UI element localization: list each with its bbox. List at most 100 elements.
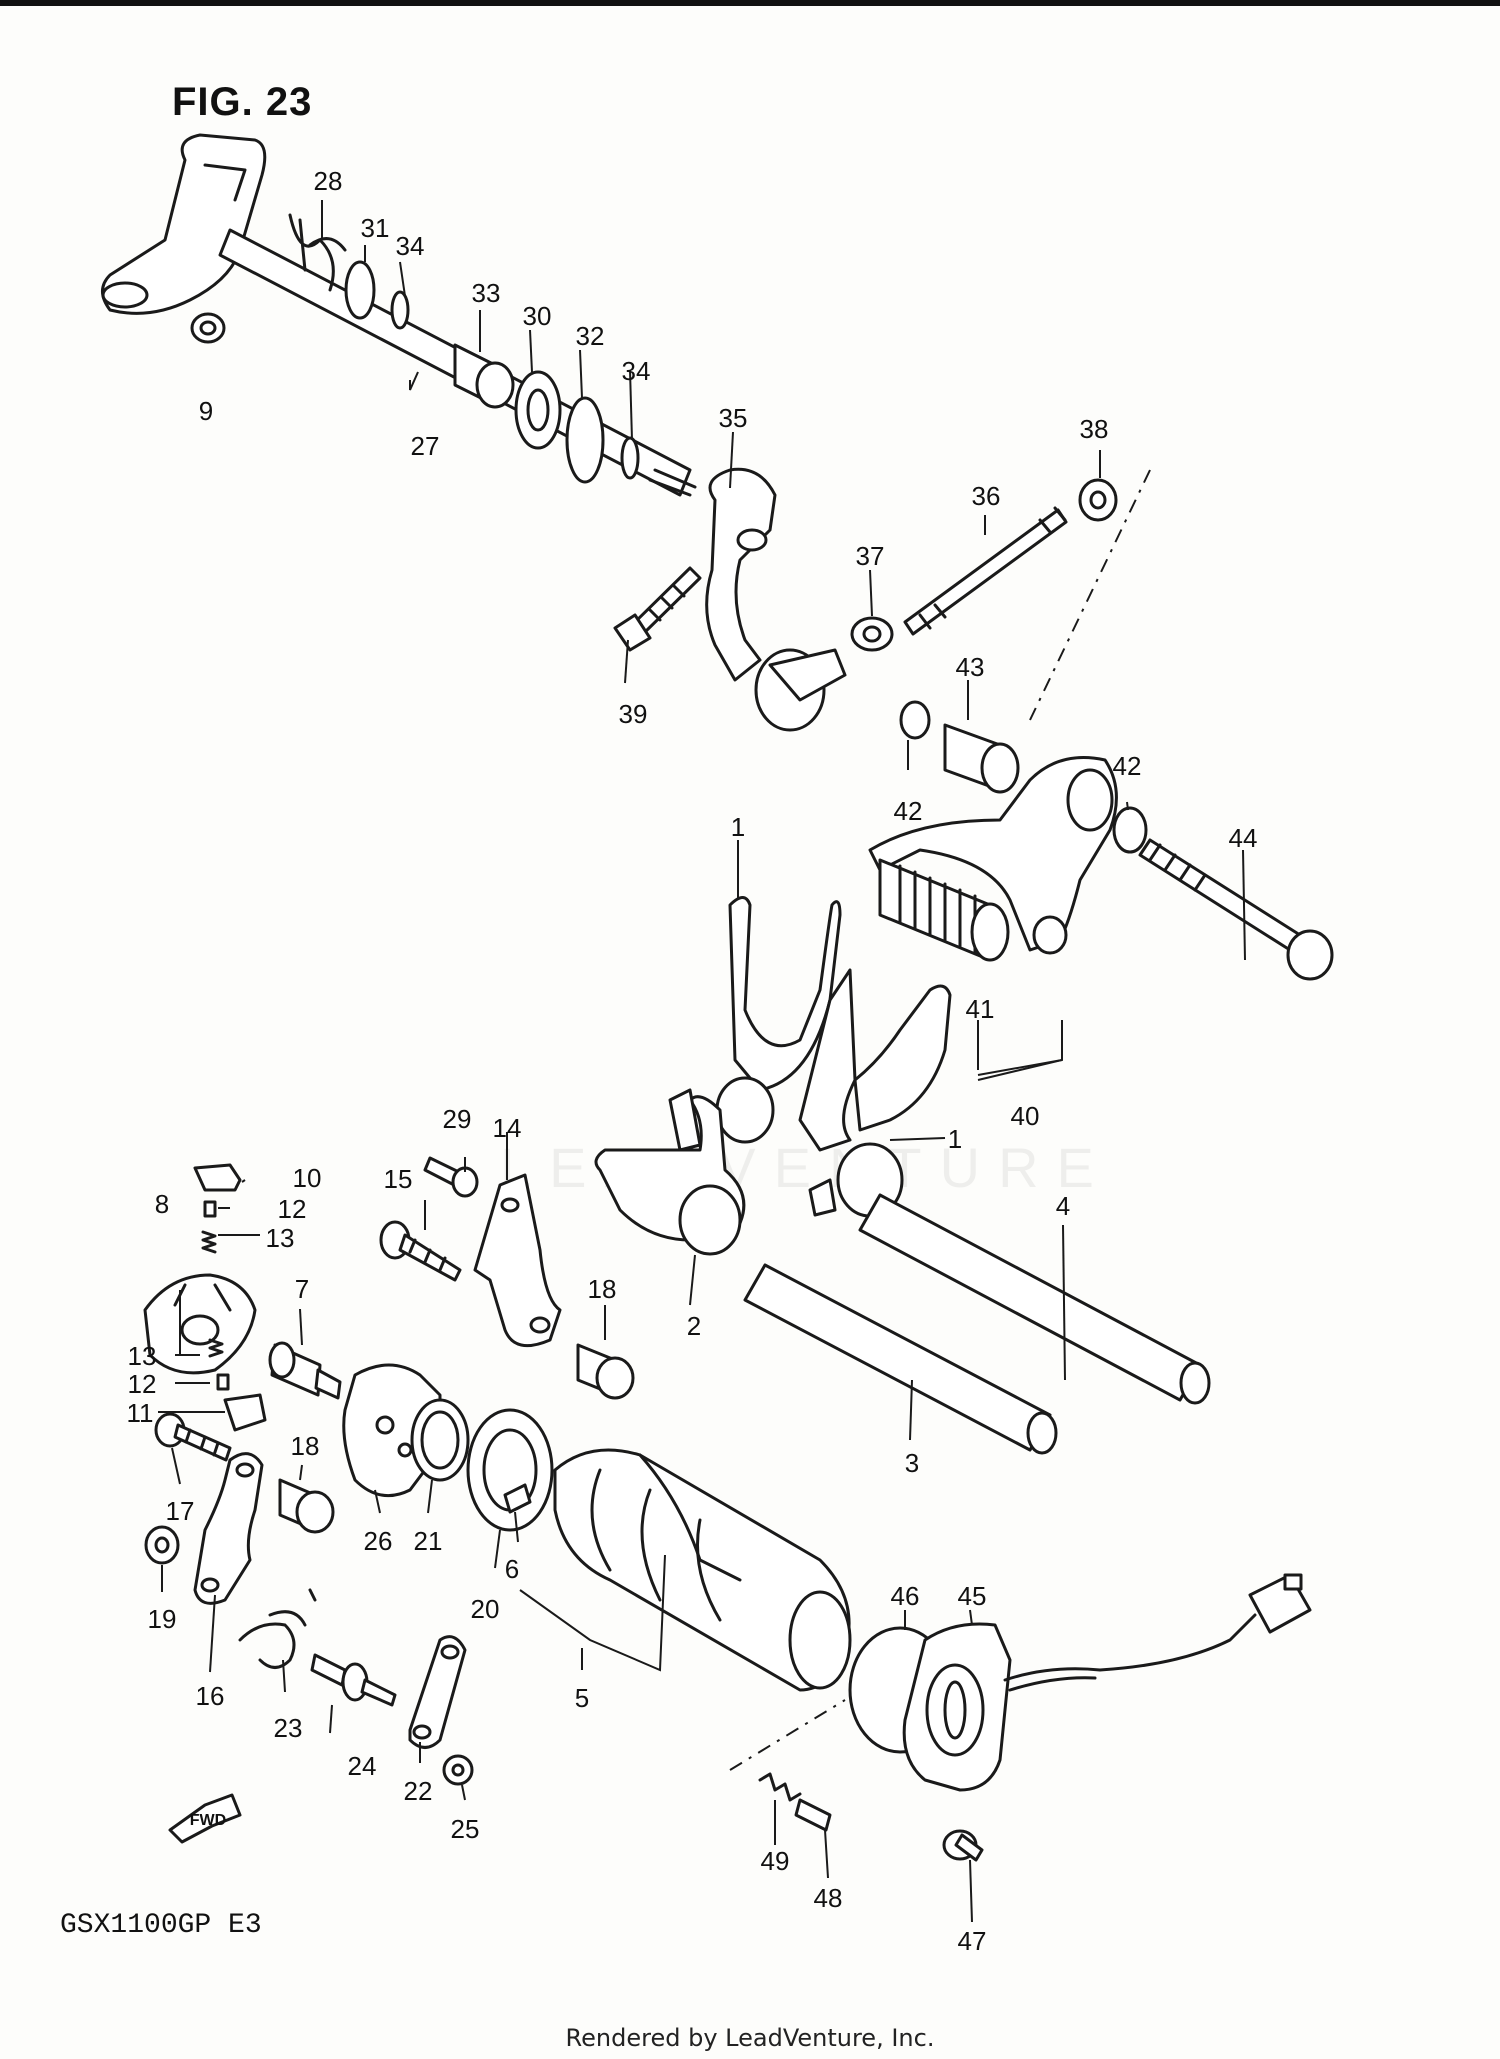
callout-41: 41 (966, 994, 995, 1024)
assembly-centerline-38 (1029, 469, 1151, 721)
bushing-18a (576, 1343, 635, 1400)
return-spring (288, 213, 347, 292)
pin-12a (203, 1200, 217, 1218)
callout-38: 38 (1080, 414, 1109, 444)
callout-44: 44 (1229, 823, 1258, 853)
plate-22 (408, 1635, 467, 1749)
arm-plate-slot (203, 163, 247, 202)
gearshift-shaft-assembly (101, 133, 697, 497)
footer-credit: Rendered by LeadVenture, Inc. (565, 2024, 935, 2052)
gearshift-lever-35 (705, 467, 847, 732)
callout-25: 25 (451, 1814, 480, 1844)
switch-wire (1003, 1613, 1257, 1692)
callout-6: 6 (505, 1554, 519, 1584)
switch-centerline (729, 1699, 846, 1771)
callout-48: 48 (814, 1883, 843, 1913)
bolt-47 (942, 1829, 984, 1862)
bolt-17 (154, 1412, 232, 1462)
callout-45: 45 (958, 1581, 987, 1611)
shift-pedal-assembly (868, 700, 1118, 962)
circlip-34a (390, 290, 410, 330)
cam-guide-11 (223, 1393, 267, 1432)
bushing-18b (278, 1478, 335, 1534)
callout-8: 8 (155, 1189, 169, 1219)
callout-13b: 13 (128, 1341, 157, 1371)
fwd-arrow: FWD (168, 1793, 242, 1844)
top-border (0, 0, 1500, 6)
fwd-label: FWD (190, 1812, 226, 1829)
callout-46: 46 (891, 1581, 920, 1611)
callout-27: 27 (411, 431, 440, 461)
callout-29: 29 (443, 1104, 472, 1134)
washer-42b (1112, 806, 1148, 854)
cam-stopper-plate-14 (473, 1173, 562, 1348)
callout-32: 32 (576, 321, 605, 351)
callout-numbers: 28 31 34 9 27 33 30 32 34 35 38 36 37 39… (127, 166, 1258, 1956)
gear-shift-cam-5 (553, 1448, 852, 1692)
callout-33: 33 (472, 278, 501, 308)
callout-23: 23 (274, 1713, 303, 1743)
cam-pawl-10 (193, 1163, 242, 1192)
callout-35: 35 (719, 403, 748, 433)
callout-10: 10 (293, 1163, 322, 1193)
callout-13a: 13 (266, 1223, 295, 1253)
shaft-splines (648, 468, 697, 497)
callout-42b: 42 (1113, 751, 1142, 781)
bolt-39 (613, 566, 702, 652)
figure-title: FIG. 23 (172, 80, 313, 124)
shift-rod-36 (903, 506, 1068, 636)
callout-34a: 34 (396, 231, 425, 261)
callout-18b: 18 (291, 1431, 320, 1461)
callout-37: 37 (856, 541, 885, 571)
plunger-48 (794, 1798, 832, 1832)
callout-34b: 34 (622, 356, 651, 386)
spring-49 (758, 1772, 802, 1802)
callout-12b: 12 (128, 1369, 157, 1399)
spring-13a (201, 1230, 217, 1254)
screw-24 (310, 1653, 397, 1707)
callout-31: 31 (361, 213, 390, 243)
callout-7: 7 (295, 1274, 309, 1304)
spring-23 (238, 1588, 317, 1669)
callout-18a: 18 (588, 1274, 617, 1304)
callout-17: 17 (166, 1496, 195, 1526)
bolt-29 (423, 1156, 479, 1198)
callout-26: 26 (364, 1526, 393, 1556)
fork-shaft-4 (858, 1193, 1211, 1405)
fork-shaft-3 (743, 1263, 1058, 1455)
bushing-33-face (475, 361, 515, 409)
callout-21: 21 (414, 1526, 443, 1556)
pin-12b (216, 1373, 230, 1391)
callout-9: 9 (199, 396, 213, 426)
callout-12a: 12 (278, 1194, 307, 1224)
callout-20: 20 (471, 1594, 500, 1624)
callout-47: 47 (958, 1926, 987, 1956)
circlip-34b (620, 436, 640, 480)
washer-42a (899, 700, 931, 740)
callout-11: 11 (127, 1398, 154, 1428)
callout-16: 16 (196, 1681, 225, 1711)
arm-plate-hole (101, 281, 149, 309)
shift-fork-2 (594, 1088, 746, 1256)
callout-39: 39 (619, 699, 648, 729)
callout-30: 30 (523, 301, 552, 331)
washer-31 (344, 260, 376, 320)
callout-49: 49 (761, 1846, 790, 1876)
bolt-44 (1138, 838, 1334, 981)
callout-40: 40 (1011, 1101, 1040, 1131)
callout-36: 36 (972, 481, 1001, 511)
callout-1a: 1 (731, 812, 745, 842)
callout-14: 14 (493, 1113, 522, 1143)
pin-6 (503, 1483, 532, 1514)
model-code: GSX1100GP E3 (60, 1910, 262, 1941)
callout-24: 24 (348, 1751, 377, 1781)
callout-15: 15 (384, 1164, 413, 1194)
callout-4: 4 (1056, 1191, 1070, 1221)
callout-2: 2 (687, 1311, 701, 1341)
cam-driven-gear-8 (143, 1273, 257, 1375)
callout-19: 19 (148, 1604, 177, 1634)
spring-13b (208, 1338, 224, 1358)
shaft-7 (268, 1341, 342, 1400)
